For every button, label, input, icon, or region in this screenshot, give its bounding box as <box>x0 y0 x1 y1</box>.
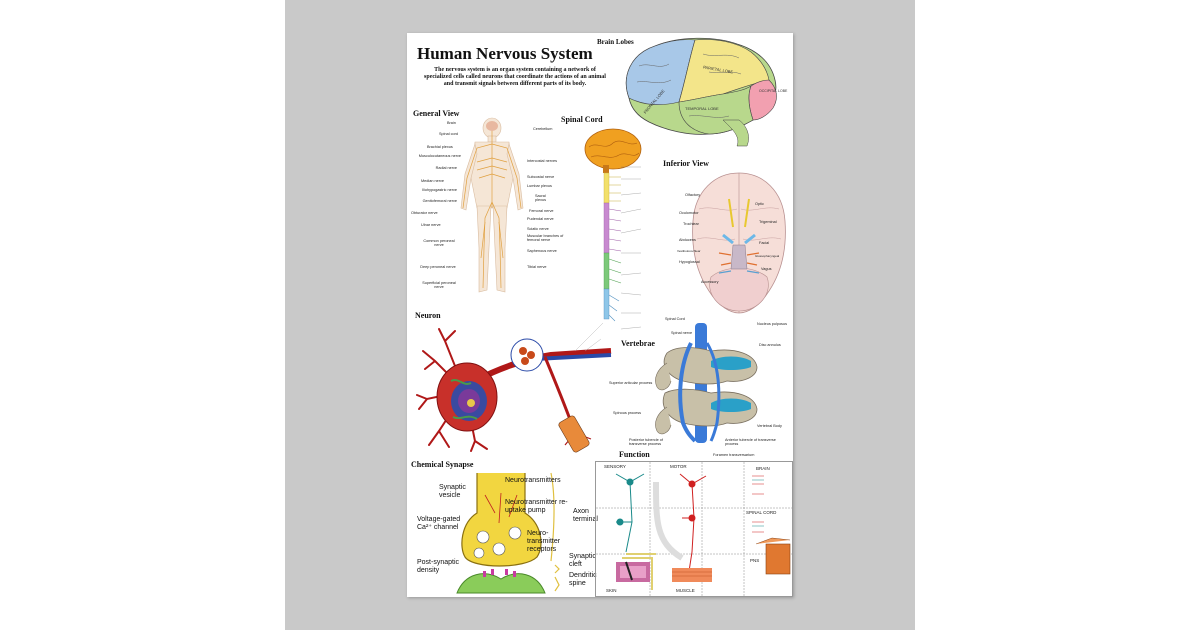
neuron-illustration <box>416 322 612 453</box>
label-axon-terminal: Axon terminal <box>573 508 598 523</box>
synapse-illustration <box>456 472 560 594</box>
label-vertebral-body: Vertebral Body <box>757 424 782 428</box>
label-subcostal: Subcostal nerve <box>527 175 555 179</box>
label-reuptake-pump: Neurotransmitter re-uptake pump <box>505 499 568 514</box>
label-tibial: Tibial nerve <box>527 265 547 269</box>
lobe-temporal-label: TEMPORAL LOBE <box>685 106 719 111</box>
inferior-view-heading: Inferior View <box>663 159 709 168</box>
label-deep-peroneal: Deep peroneal nerve <box>420 265 456 269</box>
cn-vagus: Vagus <box>761 267 772 271</box>
general-view-heading: General View <box>413 109 460 118</box>
poster[interactable]: Human Nervous System The nervous system … <box>407 33 793 597</box>
function-diagram: SENSORY MOTOR BRAIN SPINAL CORD PNS SKIN… <box>595 461 793 597</box>
label-spinous-process: Spinous process <box>613 411 642 415</box>
fn-brain: BRAIN <box>756 466 770 471</box>
neuron-heading: Neuron <box>415 311 441 320</box>
label-femoral: Femoral nerve <box>529 209 554 213</box>
label-iliohypogastric: Iliohypogastric nerve <box>422 188 457 192</box>
label-radial: Radial nerve <box>435 166 457 170</box>
fn-motor: MOTOR <box>670 464 687 469</box>
label-superficial-peroneal: Superficial peroneal nerve <box>422 281 456 289</box>
label-pudendal: Pudendal nerve <box>527 217 554 221</box>
right-margin <box>915 0 1200 630</box>
label-sacral-plexus: Sacral plexus <box>535 194 546 202</box>
label-genitofemoral: Genitofemoral nerve <box>422 199 457 203</box>
left-margin <box>0 0 285 630</box>
spinal-cord-heading: Spinal Cord <box>561 115 603 124</box>
cn-vestibulocochlear: Vestibulocochlear <box>677 249 701 253</box>
cn-olfactory: Olfactory <box>685 193 701 197</box>
label-ulnar: Ulnar nerve <box>421 223 441 227</box>
cn-abducens: Abducens <box>679 238 696 242</box>
cn-optic: Optic <box>755 202 764 206</box>
cn-facial: Facial <box>759 241 770 245</box>
cn-oculomotor: Oculomotor <box>679 211 699 215</box>
body-nerves-illustration <box>460 117 524 293</box>
fn-muscle: MUSCLE <box>676 588 695 593</box>
label-spinal-nerve: Spinal nerve <box>671 331 693 335</box>
brain-lobes-heading: Brain Lobes <box>597 38 634 46</box>
label-median: Median nerve <box>421 179 445 183</box>
fn-sensory: SENSORY <box>604 464 626 469</box>
label-neurotransmitters: Neurotransmitters <box>505 477 561 484</box>
spinal-cord-illustration <box>584 128 642 322</box>
label-lumbar-plexus: Lumbar plexus <box>527 184 552 188</box>
cn-hypoglossal: Hypoglossal <box>679 260 700 264</box>
fn-spinal-cord: SPINAL CORD <box>746 510 777 515</box>
lobe-occipital-label: OCCIPITAL LOBE <box>759 89 788 93</box>
label-posterior-tubercle: Posterior tubercle of transverse process <box>629 438 663 446</box>
brain-lobes-illustration <box>625 37 777 147</box>
inferior-brain-illustration <box>692 172 786 314</box>
vertebrae-illustration <box>655 323 758 443</box>
fn-skin: SKIN <box>606 588 617 593</box>
label-common-peroneal: Common peroneal nerve <box>423 239 455 247</box>
fn-pns: PNS <box>750 558 760 563</box>
poster-intro: The nervous system is an organ system co… <box>424 67 606 87</box>
label-sciatic: Sciatic nerve <box>527 227 549 231</box>
label-obturator: Obturator nerve <box>411 211 438 215</box>
label-disc-annulus: Disc annulus <box>759 343 781 347</box>
label-superior-articular: Superior articular process <box>609 381 653 385</box>
cn-glossopharyngeal: Glossopharyngeal <box>755 254 780 258</box>
poster-title: Human Nervous System <box>417 44 593 63</box>
label-saphenous: Saphenous nerve <box>527 249 557 253</box>
label-brain: Brain <box>447 121 456 125</box>
label-nucleus-pulposus: Nucleus pulposus <box>757 322 787 326</box>
label-post-synaptic: Post-synaptic density <box>417 559 460 574</box>
label-brachial-plexus: Brachial plexus <box>427 145 453 149</box>
label-receptors: Neuro-transmitter receptors <box>527 530 561 553</box>
label-musculocutaneous: Musculocutaneous nerve <box>418 154 461 158</box>
label-dendritic-spine: Dendritic spine <box>569 572 597 587</box>
label-synaptic-cleft: Synaptic cleft <box>569 553 596 568</box>
vertebrae-heading: Vertebrae <box>621 339 655 348</box>
cn-trigeminal: Trigeminal <box>759 220 777 224</box>
function-illustration <box>596 462 792 596</box>
cn-trochlear: Trochlear <box>683 222 699 226</box>
cn-accessory: Accessory <box>701 280 719 284</box>
label-calcium-channel: Voltage-gated Ca²⁺ channel <box>417 516 461 531</box>
label-cerebellum: Cerebellum <box>533 127 553 131</box>
spinal-cord-leader-lines <box>620 166 642 330</box>
label-anterior-tubercle: Anterior tubercle of transverse process <box>725 438 776 446</box>
chemical-synapse-heading: Chemical Synapse <box>411 460 474 469</box>
label-muscular-branches: Muscular branches of femoral nerve <box>527 234 564 242</box>
label-intercostal: Intercostal nerves <box>527 159 557 163</box>
label-v-spinal-cord: Spinal Cord <box>665 317 685 321</box>
label-foramen: Foramen transversarium <box>713 453 755 457</box>
function-heading: Function <box>619 450 650 459</box>
label-synaptic-vesicle: Synaptic vesicle <box>439 484 466 499</box>
label-spinal-cord: Spinal cord <box>439 132 458 136</box>
